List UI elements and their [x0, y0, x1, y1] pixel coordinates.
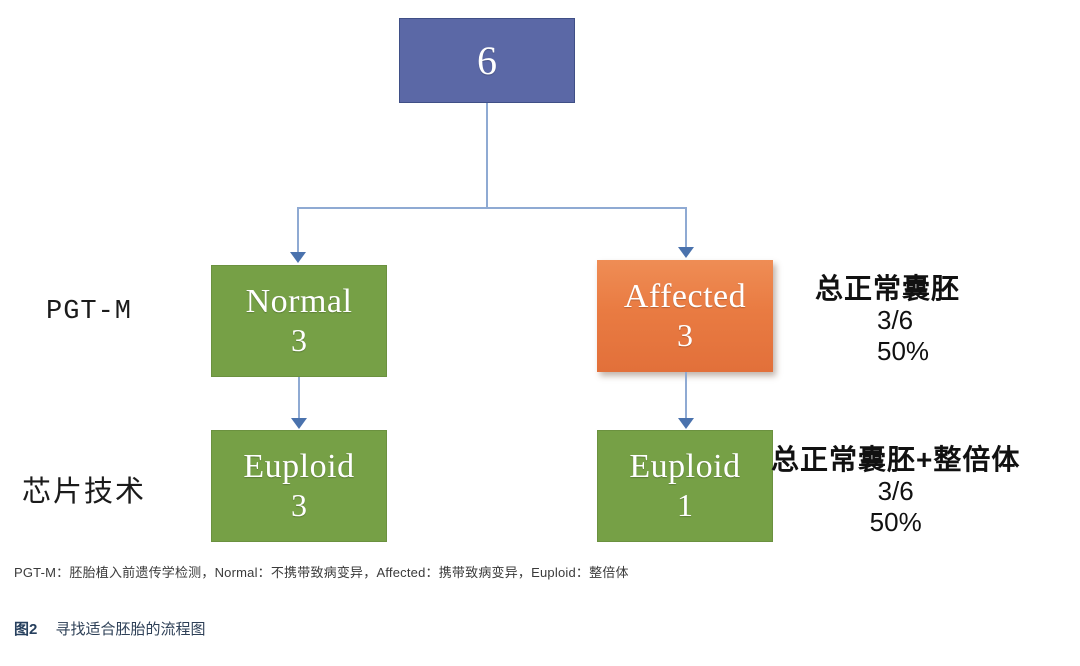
stats-total-normal-blastocysts: 总正常囊胚 3/6 50% — [815, 272, 960, 366]
node-normal-label: Normal — [245, 283, 353, 321]
stage-label-pgtm: PGT-M — [46, 297, 133, 327]
stats-top-title: 总正常囊胚 — [815, 273, 961, 304]
connector-normal-to-euploid — [298, 377, 300, 421]
arrowhead-to-affected-icon — [678, 247, 694, 258]
figure-caption: 图2 寻找适合胚胎的流程图 — [14, 618, 206, 639]
connector-affected-to-euploid — [685, 372, 687, 421]
node-euploid-right-label: Euploid — [629, 448, 741, 486]
node-euploid-left-label: Euploid — [243, 448, 355, 486]
connector-horizontal-bar — [297, 207, 687, 209]
arrowhead-normal-to-euploid-icon — [291, 418, 307, 429]
connector-to-normal — [297, 207, 299, 255]
node-euploid-right: Euploid 1 — [597, 430, 773, 542]
stats-top-ratio: 3/6 — [877, 305, 914, 336]
node-total-embryos-count: 6 — [477, 37, 497, 83]
node-affected-label: Affected — [623, 278, 747, 316]
node-euploid-right-count: 1 — [677, 487, 693, 524]
connector-root-stem — [486, 103, 488, 208]
connector-to-affected — [685, 207, 687, 250]
stats-top-percent: 50% — [877, 335, 930, 366]
arrowhead-affected-to-euploid-icon — [678, 418, 694, 429]
node-total-embryos: 6 — [399, 18, 575, 103]
arrowhead-to-normal-icon — [290, 252, 306, 263]
stage-label-chip: 芯片技术 — [22, 476, 147, 508]
figure-footnote: PGT-M：胚胎植入前遗传学检测，Normal：不携带致病变异，Affected… — [14, 565, 629, 580]
figure-caption-number: 图2 — [14, 621, 38, 638]
node-euploid-left: Euploid 3 — [211, 430, 387, 542]
stats-bottom-title: 总正常囊胚+整倍体 — [771, 444, 1021, 475]
stats-bottom-percent: 50% — [869, 506, 922, 537]
figure-caption-text: 寻找适合胚胎的流程图 — [55, 621, 206, 638]
node-normal: Normal 3 — [211, 265, 387, 377]
stats-bottom-ratio: 3/6 — [877, 476, 914, 507]
node-affected: Affected 3 — [597, 260, 773, 372]
node-normal-count: 3 — [291, 322, 307, 359]
node-euploid-left-count: 3 — [291, 487, 307, 524]
node-affected-count: 3 — [677, 317, 693, 354]
stats-total-normal-plus-euploid: 总正常囊胚+整倍体 3/6 50% — [771, 443, 1020, 537]
